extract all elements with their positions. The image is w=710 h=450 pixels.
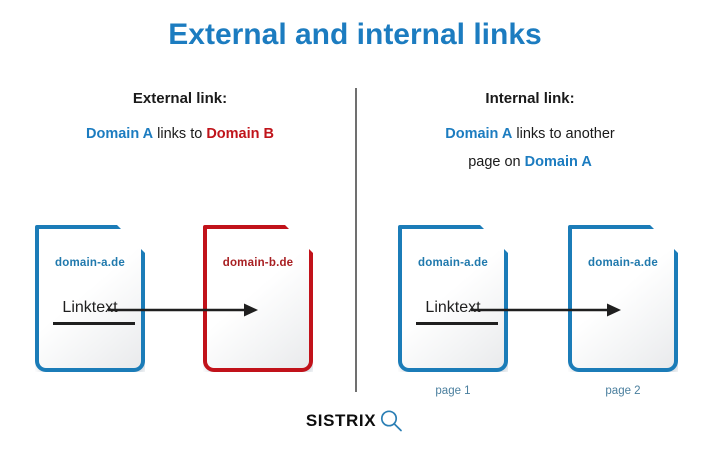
sistrix-logo[interactable]: SISTRIX xyxy=(0,408,710,434)
link-underline xyxy=(416,322,498,325)
page-title: External and internal links xyxy=(168,18,542,51)
document-body: domain-b.de xyxy=(207,229,309,368)
document-body: domain-a.de Linktext xyxy=(402,229,504,368)
document-domain-label: domain-a.de xyxy=(55,257,125,269)
section-divider xyxy=(355,88,357,392)
document-domain-label: domain-b.de xyxy=(222,257,294,269)
left-section-heading: External link: xyxy=(132,90,228,107)
left-subtitle-domain-b: Domain B xyxy=(206,126,274,142)
document-domain-label: domain-a.de xyxy=(588,257,658,269)
left-section-subtitle: Domain A links to Domain B xyxy=(20,120,340,148)
right-subtitle-connector-2: page on xyxy=(468,154,525,170)
right-section-subtitle: Domain A links to another page on Domain… xyxy=(370,120,690,176)
document-body: domain-a.de Linktext xyxy=(39,229,141,368)
left-subtitle-connector: links to xyxy=(153,126,207,142)
document-domain-a-page-2[interactable]: domain-a.de xyxy=(568,225,678,372)
link-arrow-internal xyxy=(471,303,621,317)
right-subtitle-domain-a-2: Domain A xyxy=(524,154,592,170)
document-domain-b-external[interactable]: domain-b.de xyxy=(203,225,313,372)
document-domain-a-page-1[interactable]: domain-a.de Linktext xyxy=(398,225,508,372)
right-subtitle-connector-1: links to another xyxy=(512,126,615,142)
logo-wrapper: SISTRIX xyxy=(306,408,404,434)
link-arrow-external xyxy=(108,303,258,317)
magnifying-glass-icon xyxy=(381,410,403,432)
page-label-2: page 2 xyxy=(605,385,641,397)
right-subtitle-domain-a-1: Domain A xyxy=(445,126,513,142)
link-text[interactable]: Linktext xyxy=(62,299,118,316)
document-body: domain-a.de xyxy=(572,229,674,368)
left-subtitle-domain-a: Domain A xyxy=(86,126,154,142)
link-text[interactable]: Linktext xyxy=(425,299,481,316)
page-label-1: page 1 xyxy=(435,385,471,397)
document-domain-label: domain-a.de xyxy=(418,257,488,269)
logo-text: SISTRIX xyxy=(305,411,377,430)
link-underline xyxy=(53,322,135,325)
right-section-heading: Internal link: xyxy=(485,90,575,107)
document-domain-a-external[interactable]: domain-a.de Linktext xyxy=(35,225,145,372)
